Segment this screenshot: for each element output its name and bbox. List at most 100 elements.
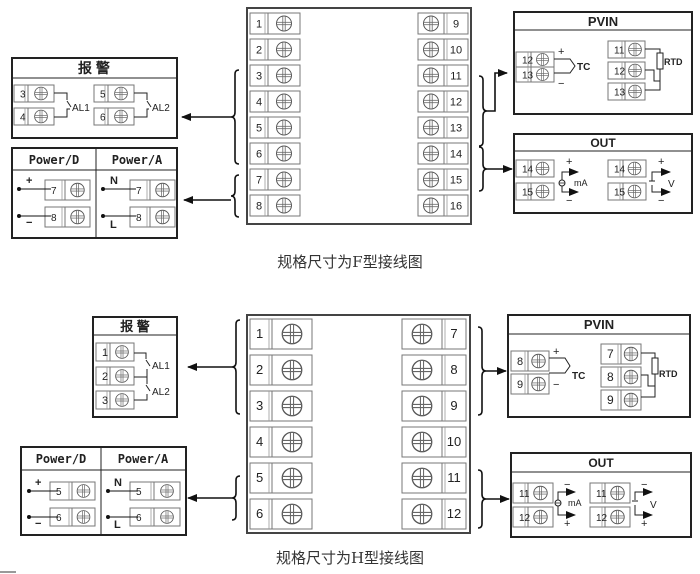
brace-pvin-f	[478, 75, 488, 147]
screw-icon	[76, 484, 91, 498]
v-label-h: V	[650, 500, 657, 511]
power-mark: N	[114, 477, 122, 489]
ma-label-h: mA	[568, 498, 582, 508]
terminal-number: 12	[614, 67, 626, 78]
screw-icon	[276, 41, 292, 58]
screw-icon	[411, 467, 433, 489]
pvin-title-h: PVIN	[584, 317, 614, 332]
terminal: 11	[417, 64, 469, 87]
terminal: 6	[249, 498, 313, 530]
terminal: 11	[512, 482, 554, 504]
screw-icon	[276, 197, 292, 214]
power-mark: L	[110, 219, 117, 231]
screw-icon	[623, 392, 639, 408]
arrow-pvin-f	[487, 69, 508, 112]
terminal-number: 12	[596, 513, 608, 524]
terminal-number: 11	[614, 46, 625, 57]
screw-icon	[423, 15, 439, 32]
screw-icon	[115, 393, 129, 407]
terminal-number: 14	[450, 149, 462, 161]
terminal: 5	[249, 116, 301, 139]
terminal-number: 16	[450, 201, 462, 213]
terminal-number: 1	[256, 19, 262, 31]
brace-power-h	[231, 475, 241, 521]
screw-icon	[623, 369, 639, 385]
terminal: 8	[510, 350, 550, 372]
screw-icon	[627, 184, 642, 199]
terminal-number: 9	[450, 398, 457, 413]
terminal-number: 5	[136, 487, 142, 498]
pvin-title: PVIN	[588, 14, 618, 29]
screw-icon	[533, 509, 548, 525]
screw-icon	[411, 503, 433, 525]
terminal: 1	[95, 342, 135, 362]
terminal-number: 8	[136, 213, 142, 224]
screw-icon	[281, 467, 303, 489]
ma-label: mA	[574, 178, 588, 188]
screw-icon	[623, 346, 639, 362]
terminal: 12	[417, 90, 469, 113]
terminal: 8	[401, 354, 467, 386]
terminal-number: 7	[51, 186, 57, 197]
al1-label-h: AL1	[152, 361, 170, 372]
alarm-title-h: 报 警	[120, 319, 150, 334]
screw-icon	[276, 15, 292, 32]
terminal: 11	[589, 482, 631, 504]
terminal-number: 4	[256, 97, 262, 109]
terminal: 2	[95, 366, 135, 386]
terminal: 12	[607, 61, 646, 80]
alarm-box-h: 报 警 123 AL1 AL2	[92, 316, 178, 418]
terminal: 8	[129, 206, 176, 228]
terminal: 1	[249, 12, 301, 35]
screw-icon	[160, 510, 174, 524]
power-mark: −	[26, 217, 32, 229]
ma-mark-top-h: −	[564, 479, 570, 491]
terminal-number: 14	[522, 165, 534, 176]
terminal: 2	[249, 354, 313, 386]
terminal-number: 1	[102, 347, 108, 359]
terminal: 5	[249, 462, 313, 494]
terminal-number: 13	[450, 123, 462, 135]
screw-icon	[160, 484, 174, 498]
terminal: 12	[589, 506, 631, 528]
terminal-number: 8	[517, 356, 523, 368]
terminal: 7	[401, 318, 467, 350]
rtd-label: RTD	[664, 57, 683, 67]
screw-icon	[155, 209, 170, 225]
tc-plus-h: +	[553, 346, 559, 358]
terminal: 13	[515, 66, 555, 83]
terminal-number: 12	[519, 513, 531, 524]
screw-icon	[34, 86, 48, 101]
terminal-number: 2	[256, 45, 262, 57]
al1-label: AL1	[72, 103, 90, 114]
terminal-number: 3	[256, 398, 263, 413]
terminal: 5	[93, 84, 135, 103]
brace-alarm-f	[230, 69, 240, 165]
screw-icon	[423, 119, 439, 136]
v-mark-top: +	[658, 156, 664, 168]
screw-icon	[115, 345, 129, 359]
screw-icon	[281, 323, 303, 345]
terminal: 11	[401, 462, 467, 494]
terminal: 12	[515, 51, 555, 68]
terminal: 10	[417, 38, 469, 61]
terminal-number: 8	[450, 362, 457, 377]
screw-icon	[423, 41, 439, 58]
caption-h: 规格尺寸为H型接线图	[276, 549, 424, 567]
screw-icon	[535, 184, 550, 199]
screw-icon	[628, 42, 642, 57]
tc-minus: −	[558, 78, 564, 90]
terminal-number: 10	[450, 45, 462, 57]
terminal-block-h	[246, 314, 471, 534]
terminal: 15	[607, 182, 647, 201]
terminal-number: 9	[607, 393, 614, 407]
ma-mark-bottom: −	[566, 195, 572, 207]
screw-icon	[411, 395, 433, 417]
terminal: 2	[249, 38, 301, 61]
terminal-number: 12	[450, 97, 462, 109]
v-label: V	[668, 179, 675, 190]
